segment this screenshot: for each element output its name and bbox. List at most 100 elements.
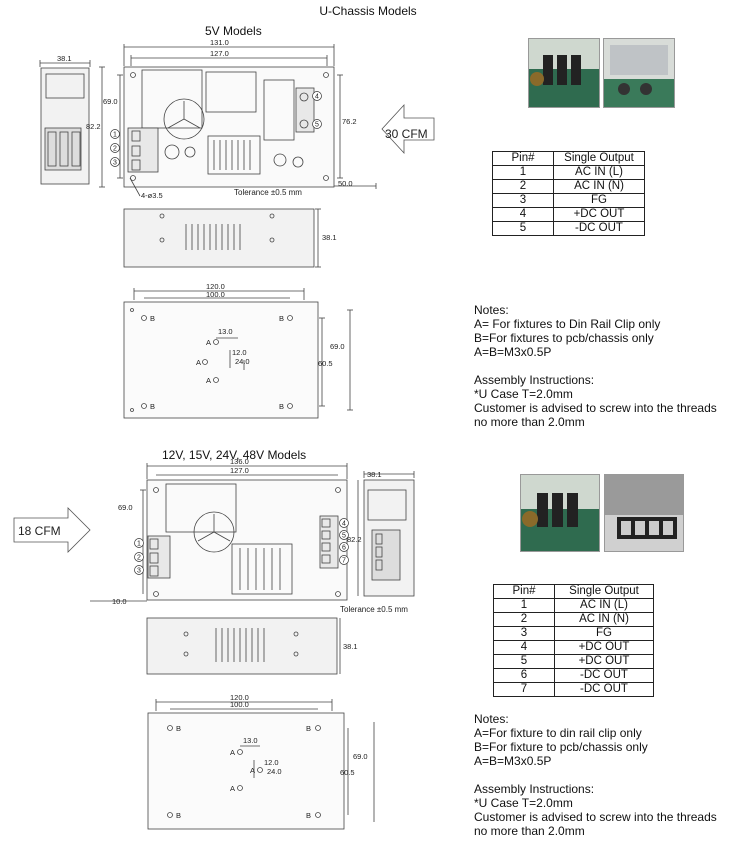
bottom-side-view	[357, 471, 415, 597]
dim-bottom-width-127: 127.0	[230, 466, 249, 475]
bottom-plan-view	[90, 463, 348, 602]
table-row: 5-DC OUT	[492, 221, 645, 236]
dim-top-bottom-60: 60.5	[318, 359, 333, 368]
table-cell: -DC OUT	[554, 668, 654, 683]
bottom-bottom-view	[147, 699, 375, 830]
dim-top-side-width: 38.1	[57, 54, 72, 63]
dim-bottom-bottom-60: 60.5	[340, 768, 355, 777]
table-cell: 5	[493, 654, 555, 669]
top-assembly-line: Customer is advised to screw into the th…	[474, 401, 717, 415]
table-cell: AC IN (L)	[554, 598, 654, 613]
dim-top-width-131: 131.0	[210, 38, 229, 47]
bottom-assembly-heading: Assembly Instructions:	[474, 782, 595, 796]
dim-bottom-depth-10: 10.0	[112, 597, 127, 606]
bottom-assembly-line: Customer is advised to screw into the th…	[474, 810, 717, 824]
top-label-a1: A	[206, 338, 211, 347]
bottom-airflow-label: 18 CFM	[18, 524, 61, 538]
dim-bottom-width-136: 136.0	[230, 457, 249, 466]
dim-top-13: 13.0	[218, 327, 233, 336]
top-notes-heading: Notes:	[474, 303, 509, 317]
dim-top-bottom-120: 120.0	[206, 282, 225, 291]
dim-bottom-13: 13.0	[243, 736, 258, 745]
table-cell: -DC OUT	[553, 221, 645, 236]
bottom-pin-4: 4	[342, 521, 346, 528]
bottom-airflow-arrow	[13, 507, 91, 553]
table-cell: FG	[554, 626, 654, 641]
bottom-table-header-output: Single Output	[554, 584, 654, 599]
top-pin-3: 3	[113, 160, 117, 167]
table-row: 6-DC OUT	[493, 668, 654, 683]
top-pin-4: 4	[315, 94, 319, 101]
bottom-pin-1: 1	[137, 541, 141, 548]
top-airflow-arrow	[381, 103, 435, 155]
table-cell: 4	[492, 207, 554, 222]
top-pin-1: 1	[113, 132, 117, 139]
table-cell: +DC OUT	[554, 654, 654, 669]
bottom-assembly-line: no more than 2.0mm	[474, 824, 585, 838]
top-label-b1: B	[150, 314, 155, 323]
table-cell: -DC OUT	[554, 682, 654, 697]
top-assembly-line: no more than 2.0mm	[474, 415, 585, 429]
bottom-label-a2: A	[250, 766, 255, 775]
table-cell: FG	[553, 193, 645, 208]
dim-bottom-bottom-100: 100.0	[230, 700, 249, 709]
table-row: 4+DC OUT	[493, 640, 654, 655]
dim-top-height-82: 82.2	[86, 122, 101, 131]
dim-bottom-height-69: 69.0	[118, 503, 133, 512]
dim-top-width-127: 127.0	[210, 49, 229, 58]
dim-bottom-24: 24.0	[267, 767, 282, 776]
bottom-section-heading: 12V, 15V, 24V, 48V Models	[162, 448, 307, 462]
table-cell: AC IN (N)	[553, 179, 645, 194]
table-cell: 5	[492, 221, 554, 236]
bottom-note-line: B=For fixture to pcb/chassis only	[474, 740, 648, 754]
top-table-header-pin: Pin#	[492, 151, 554, 166]
dim-top-depth-50: 50.0	[338, 179, 353, 188]
table-cell: 6	[493, 668, 555, 683]
table-cell: +DC OUT	[554, 640, 654, 655]
bottom-note-line: A=For fixture to din rail clip only	[474, 726, 642, 740]
top-assembly-line: *U Case T=2.0mm	[474, 387, 573, 401]
top-note-line: B=For fixtures to pcb/chassis only	[474, 331, 654, 345]
table-cell: 2	[493, 612, 555, 627]
bottom-notes: Notes: A=For fixture to din rail clip on…	[474, 712, 717, 838]
bottom-note-line: A=B=M3x0.5P	[474, 754, 552, 768]
bottom-label-a1: A	[230, 748, 235, 757]
table-cell: 4	[493, 640, 555, 655]
dim-top-bottom-69: 69.0	[330, 342, 345, 351]
table-cell: 1	[492, 165, 554, 180]
top-notes: Notes: A= For fixtures to Din Rail Clip …	[474, 303, 717, 429]
top-pin-5: 5	[315, 122, 319, 129]
top-label-a3: A	[206, 376, 211, 385]
table-cell: 2	[492, 179, 554, 194]
top-table-header-output: Single Output	[553, 151, 645, 166]
dim-top-12: 12.0	[232, 348, 247, 357]
bottom-tolerance: Tolerance ±0.5 mm	[340, 605, 408, 614]
table-cell: +DC OUT	[553, 207, 645, 222]
top-label-b2: B	[150, 402, 155, 411]
bottom-label-b1: B	[176, 724, 181, 733]
table-cell: 3	[492, 193, 554, 208]
bottom-pin-6: 6	[342, 545, 346, 552]
bottom-product-photo-2	[604, 474, 684, 552]
dim-bottom-side-width: 38.1	[367, 470, 382, 479]
table-cell: 3	[493, 626, 555, 641]
bottom-table-header-pin: Pin#	[493, 584, 555, 599]
top-section-heading: 5V Models	[205, 24, 262, 38]
top-plan-view	[99, 44, 377, 197]
dim-top-height-76: 76.2	[342, 117, 357, 126]
top-bottom-view	[123, 288, 353, 419]
top-label-b4: B	[279, 402, 284, 411]
dim-bottom-front-height: 38.1	[343, 642, 358, 651]
page-title: U-Chassis Models	[319, 4, 417, 18]
bottom-assembly-line: *U Case T=2.0mm	[474, 796, 573, 810]
top-label-a2: A	[196, 358, 201, 367]
dim-top-height-69: 69.0	[103, 97, 118, 106]
